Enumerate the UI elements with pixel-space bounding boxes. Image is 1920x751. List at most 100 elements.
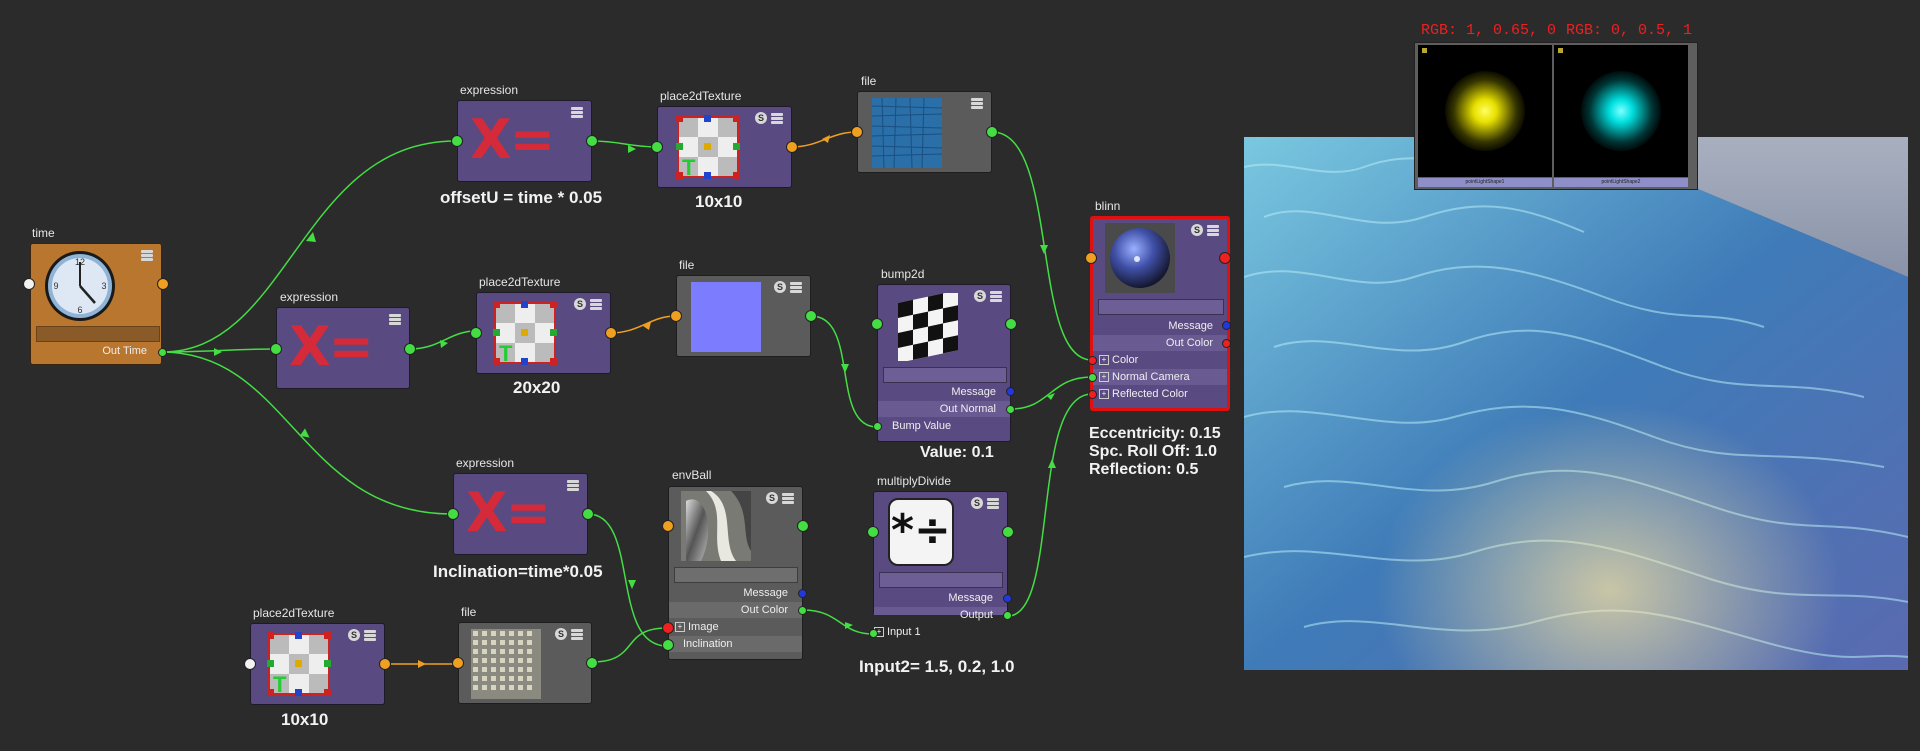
multiply-input1-port[interactable]	[869, 629, 878, 638]
time-output-port[interactable]	[157, 278, 169, 290]
file-node-2[interactable]: S	[676, 275, 811, 357]
blinn-output-port[interactable]	[1219, 252, 1231, 264]
place1-output-port[interactable]	[786, 141, 798, 153]
blinn-normalcamera-port[interactable]	[1088, 373, 1097, 382]
expr3-input-port[interactable]	[447, 508, 459, 520]
envball-inclination-port[interactable]	[662, 639, 674, 651]
file1-output-port[interactable]	[986, 126, 998, 138]
envball-node[interactable]: S Message Out Color +Image Inclination	[668, 486, 803, 660]
place1-input-port[interactable]	[651, 141, 663, 153]
place3-output-port[interactable]	[379, 658, 391, 670]
place3-input-port[interactable]	[244, 658, 256, 670]
multiply-attr-message[interactable]: Message	[948, 592, 993, 604]
light2-name: pointLightShape2	[1554, 178, 1688, 187]
blinn-color-port[interactable]	[1088, 356, 1097, 365]
light1-preview[interactable]	[1418, 45, 1552, 177]
expr1-caption: offsetU = time * 0.05	[440, 188, 603, 207]
expand-icon[interactable]: +	[675, 622, 685, 633]
multiply-outputattr-port[interactable]	[1003, 611, 1012, 620]
blinn-reflectedcolor-port[interactable]	[1088, 390, 1097, 399]
expr2-input-port[interactable]	[270, 343, 282, 355]
file3-output-port[interactable]	[586, 657, 598, 669]
blinn-attr-reflectedcolor[interactable]: +Reflected Color	[1099, 388, 1188, 400]
wire-arrow	[628, 580, 636, 589]
multiply-attr-output[interactable]: Output	[959, 609, 993, 621]
envball-attr-inclination[interactable]: Inclination	[683, 638, 733, 650]
water-render	[1244, 137, 1908, 670]
wire-envball-multiply	[802, 609, 874, 635]
expr1-output-port[interactable]	[586, 135, 598, 147]
multiply-attr-input1[interactable]: +Input 1	[874, 626, 921, 638]
envball-attr-image[interactable]: +Image	[675, 621, 719, 633]
bump-bumpvalue-port[interactable]	[873, 422, 882, 431]
bump-attr-outnormal[interactable]: Out Normal	[939, 403, 996, 415]
light1-name: pointLightShape1	[1418, 178, 1552, 187]
expression-node-3[interactable]: X=	[453, 473, 588, 555]
bump-outnormal-port[interactable]	[1006, 405, 1015, 414]
time-node[interactable]: 12 3 6 9 Out Time	[30, 243, 162, 365]
place2d-icon: T	[267, 632, 331, 696]
blinn-node[interactable]: S Message Out Color +Color +Normal Camer…	[1090, 216, 1230, 411]
blinn-attr-message[interactable]: Message	[1168, 320, 1213, 332]
svg-text:T: T	[273, 672, 287, 696]
blinn-outcolor-port[interactable]	[1222, 339, 1231, 348]
envball-attr-outcolor[interactable]: Out Color	[740, 604, 788, 616]
expr3-output-port[interactable]	[582, 508, 594, 520]
file-node-1[interactable]	[857, 91, 992, 173]
bump-attr-bumpvalue[interactable]: Bump Value	[892, 420, 952, 432]
blinn-attr-normalcamera[interactable]: +Normal Camera	[1099, 371, 1190, 383]
blinn-input-port[interactable]	[1085, 252, 1097, 264]
envball-attr-message[interactable]: Message	[743, 587, 788, 599]
expression-node-2[interactable]: X=	[276, 307, 410, 389]
envball-image-port[interactable]	[662, 622, 674, 634]
node-title-expr2: expression	[280, 290, 339, 304]
bump-attr-message[interactable]: Message	[951, 386, 996, 398]
envball-progress-bar	[674, 567, 798, 583]
bump2d-node[interactable]: S Message Out Normal Bump Value	[877, 284, 1011, 442]
bump-output-port[interactable]	[1005, 318, 1017, 330]
wire-arrow	[418, 660, 426, 668]
expr1-input-port[interactable]	[451, 135, 463, 147]
envball-input-port[interactable]	[662, 520, 674, 532]
node-title-file2: file	[679, 258, 695, 272]
expression-node-1[interactable]: X=	[457, 100, 592, 182]
node-title-time: time	[32, 226, 55, 240]
place2-input-port[interactable]	[470, 327, 482, 339]
envball-outcolor-port[interactable]	[798, 606, 807, 615]
file1-input-port[interactable]	[851, 126, 863, 138]
bump-input-port[interactable]	[871, 318, 883, 330]
place2dtexture-node-1[interactable]: T S	[657, 106, 792, 188]
blinn-attr-outcolor[interactable]: Out Color	[1165, 337, 1213, 349]
file3-input-port[interactable]	[452, 657, 464, 669]
time-input-port[interactable]	[23, 278, 35, 290]
envball-output-port[interactable]	[797, 520, 809, 532]
expand-icon[interactable]: +	[1099, 389, 1109, 400]
stack-icon	[782, 493, 794, 505]
settings-icon: S	[974, 290, 986, 302]
multiplydivide-node[interactable]: *÷ S Message Output	[873, 491, 1008, 621]
blinn-attr-color[interactable]: +Color	[1099, 354, 1138, 366]
wire-arrow	[841, 364, 849, 373]
water-texture-thumbnail	[872, 98, 942, 168]
expand-icon[interactable]: +	[1099, 355, 1109, 366]
multiply-message-port[interactable]	[1003, 594, 1012, 603]
envball-message-port[interactable]	[798, 589, 807, 598]
bump-message-port[interactable]	[1006, 387, 1015, 396]
file2-output-port[interactable]	[805, 310, 817, 322]
wire-arrow	[440, 340, 448, 348]
expr2-output-port[interactable]	[404, 343, 416, 355]
clock-icon: 12 3 6 9	[45, 251, 115, 321]
stack-icon	[590, 299, 602, 311]
place2dtexture-node-3[interactable]: T S	[250, 623, 385, 705]
multiply-output-port[interactable]	[1002, 526, 1014, 538]
light2-preview[interactable]	[1554, 45, 1688, 177]
file-node-3[interactable]: S	[458, 622, 592, 704]
multiply-input-port[interactable]	[867, 526, 879, 538]
file2-input-port[interactable]	[670, 310, 682, 322]
place2dtexture-node-2[interactable]: T S	[476, 292, 611, 374]
wire-file3-envball	[591, 627, 668, 663]
expand-icon[interactable]: +	[1099, 372, 1109, 383]
blinn-message-port[interactable]	[1222, 321, 1231, 330]
place2-output-port[interactable]	[605, 327, 617, 339]
time-outtime-port[interactable]	[158, 348, 167, 357]
